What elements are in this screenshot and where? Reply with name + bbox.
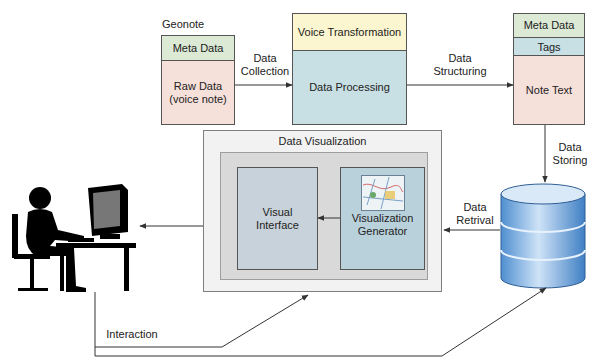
- visualization-group: Data VisualizationVisual Interface Visual…: [203, 130, 442, 292]
- retrieval-arrow: [444, 230, 500, 231]
- storing-arrow: [545, 125, 546, 182]
- visualization-frame: [204, 131, 442, 292]
- process-box: Voice Transformation: [292, 13, 407, 51]
- database-cylinder: [501, 184, 585, 288]
- interface-box: Visual Interface: [237, 167, 318, 270]
- note-group: GeonoteMeta DataRaw Data (voice note): [161, 16, 235, 125]
- box-label: Tags: [537, 41, 560, 54]
- generator-box: Visualization Generator: [340, 167, 425, 270]
- box-label: Meta Data: [524, 19, 575, 32]
- metadata-box: Meta Data: [513, 13, 585, 38]
- note-text-box: Note Text: [513, 55, 585, 125]
- raw-data-box: Raw Data (voice note): [161, 60, 235, 125]
- visualization-panel: [221, 153, 428, 280]
- flow-arrow: [235, 85, 292, 86]
- group-heading: Data Visualization: [203, 135, 442, 148]
- edge-label: Data Collection: [236, 52, 294, 77]
- box-label: Raw Data (voice note): [166, 80, 230, 105]
- user-at-computer: [12, 184, 136, 292]
- output-arrow: [140, 226, 203, 227]
- interaction-arrow: [95, 288, 546, 356]
- box-label: Visual Interface: [242, 206, 313, 231]
- box-label: Data Processing: [309, 81, 390, 94]
- box-label: Meta Data: [173, 42, 224, 55]
- map-icon: [361, 175, 405, 211]
- group-heading: Geonote: [162, 18, 235, 31]
- interaction-arrow: [95, 295, 308, 347]
- flow-label: Data Storing: [548, 141, 592, 166]
- metadata-box: Meta Data: [161, 35, 235, 61]
- flow-label: Interaction: [97, 328, 167, 341]
- process-box: Data Processing: [292, 50, 407, 125]
- box-label: Visualization Generator: [345, 212, 420, 237]
- flow-label: Data Retrival: [452, 201, 498, 226]
- interaction-line: [95, 292, 96, 356]
- box-label: Note Text: [526, 84, 572, 97]
- box-label: Voice Transformation: [298, 26, 401, 39]
- flow-arrow: [318, 218, 340, 219]
- edge-label: Data Structuring: [428, 52, 492, 77]
- flow-arrow: [407, 85, 513, 86]
